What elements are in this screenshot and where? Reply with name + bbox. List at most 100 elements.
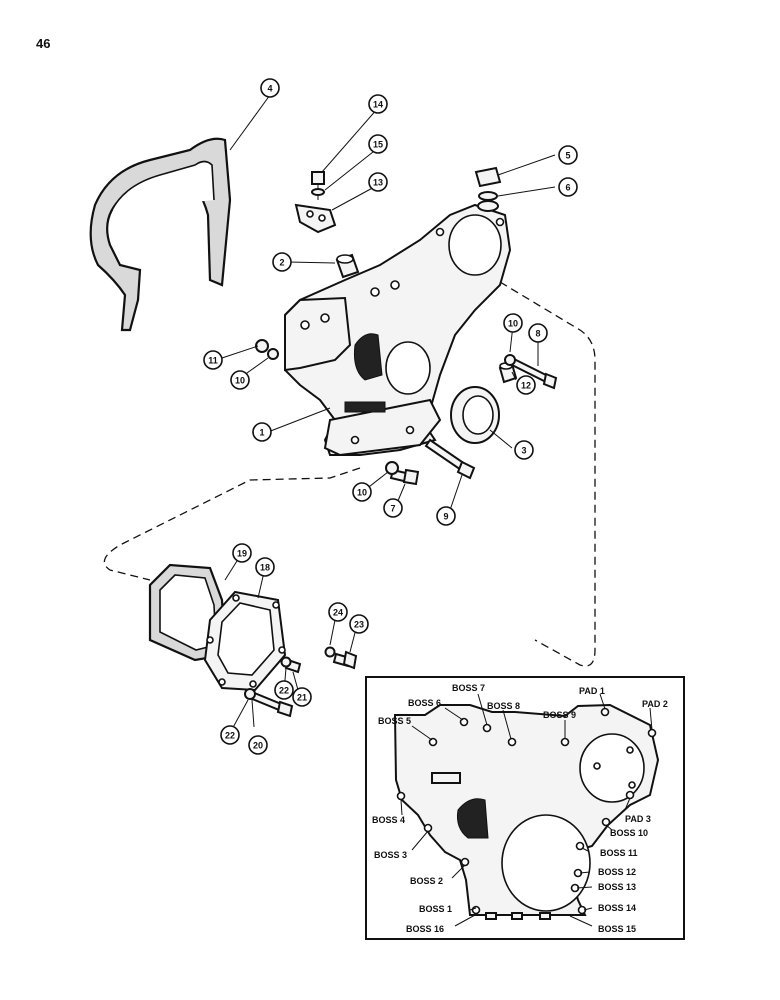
label-boss-5: BOSS 5 [378,716,411,726]
callout: 4 [260,78,280,98]
washer-10-right [504,354,516,366]
label-pad-1: PAD 1 [579,686,605,696]
washer-10-bottom [385,461,399,475]
callout-label: 20 [253,741,263,751]
timing-gear-cover [284,203,512,457]
label-boss-14: BOSS 14 [598,903,636,913]
callout: 23 [349,614,369,634]
washer-24 [324,646,336,658]
label-boss-15: BOSS 15 [598,924,636,934]
washer-10-left [267,348,279,360]
label-boss-3: BOSS 3 [374,850,407,860]
callout: 3 [514,440,534,460]
inset-rect-mark [431,772,461,784]
label-boss-10: BOSS 10 [610,828,648,838]
callout-label: 12 [521,381,531,391]
callout-label: 15 [373,140,383,150]
cap-5 [474,166,502,188]
screw-23 [332,650,358,670]
cover-boss-6 [477,200,499,212]
label-pad-2: PAD 2 [642,699,668,709]
callout: 10 [352,482,372,502]
label-boss-1: BOSS 1 [419,904,452,914]
callout: 18 [255,557,275,577]
cover-plate-18 [203,590,287,692]
oil-seal-3 [450,386,500,444]
callout: 22 [220,725,240,745]
callout-label: 24 [333,608,343,618]
label-boss-9: BOSS 9 [543,710,576,720]
callout-label: 10 [357,488,367,498]
label-pad-3: PAD 3 [625,814,651,824]
callout-label: 4 [267,84,272,94]
oring-6 [478,191,498,201]
callout-label: 5 [565,151,570,161]
leader-lines [221,94,556,734]
callout-label: 6 [565,183,570,193]
callout-label: 7 [390,504,395,514]
inset-detail: PAD 1 PAD 2 PAD 3 BOSS 1 BOSS 2 BOSS 3 B… [365,676,685,940]
callout: 11 [203,350,223,370]
callout-label: 3 [521,446,526,456]
callout-label: 18 [260,563,270,573]
inset-crank-bore [501,814,591,912]
washer-22-bottom [244,688,256,700]
label-boss-7: BOSS 7 [452,683,485,693]
screw-14 [311,171,325,200]
callout: 6 [558,177,578,197]
callout-label: 10 [235,376,245,386]
cover-seal-bore [385,341,431,395]
callout: 1 [252,422,272,442]
callout-label: 10 [508,319,518,329]
bolt-9 [424,438,476,480]
washer-15 [311,188,325,196]
alignment-line-lower [103,467,361,581]
callout: 19 [232,543,252,563]
callout: 7 [383,498,403,518]
callout-label: 13 [373,178,383,188]
callout-label: 1 [259,428,264,438]
callout-label: 22 [225,731,235,741]
bracket-13 [294,203,337,234]
callout-label: 19 [237,549,247,559]
label-boss-2: BOSS 2 [410,876,443,886]
label-boss-13: BOSS 13 [598,882,636,892]
inset-dark-feature [457,798,489,839]
callout: 10 [230,370,250,390]
callout: 10 [503,313,523,333]
callout-label: 22 [279,686,289,696]
sleeve-2 [335,253,360,279]
callout: 22 [274,680,294,700]
label-boss-8: BOSS 8 [487,701,520,711]
cover-upper-bore [448,214,502,276]
callout: 9 [436,506,456,526]
page-number: 46 [36,36,50,51]
label-boss-16: BOSS 16 [406,924,444,934]
callout-label: 11 [208,356,218,366]
inset-upper-bore [579,733,645,803]
callout: 12 [516,375,536,395]
callout: 13 [368,172,388,192]
label-boss-11: BOSS 11 [600,848,638,858]
callout-label: 21 [297,693,307,703]
callout: 20 [248,735,268,755]
callout-label: 8 [535,329,540,339]
gasket-inner-edge [111,160,215,211]
washer-22-top [280,656,292,668]
callout: 21 [292,687,312,707]
callout-label: 14 [373,100,383,110]
callout-label: 9 [443,512,448,522]
callout: 15 [368,134,388,154]
alignment-line-upper [499,281,596,667]
label-boss-12: BOSS 12 [598,867,636,877]
callout: 24 [328,602,348,622]
nut-11 [255,339,269,353]
label-boss-6: BOSS 6 [408,698,441,708]
callout: 14 [368,94,388,114]
label-boss-4: BOSS 4 [372,815,405,825]
callout-label: 2 [279,258,284,268]
callout: 8 [528,323,548,343]
callout-label: 23 [354,620,364,630]
